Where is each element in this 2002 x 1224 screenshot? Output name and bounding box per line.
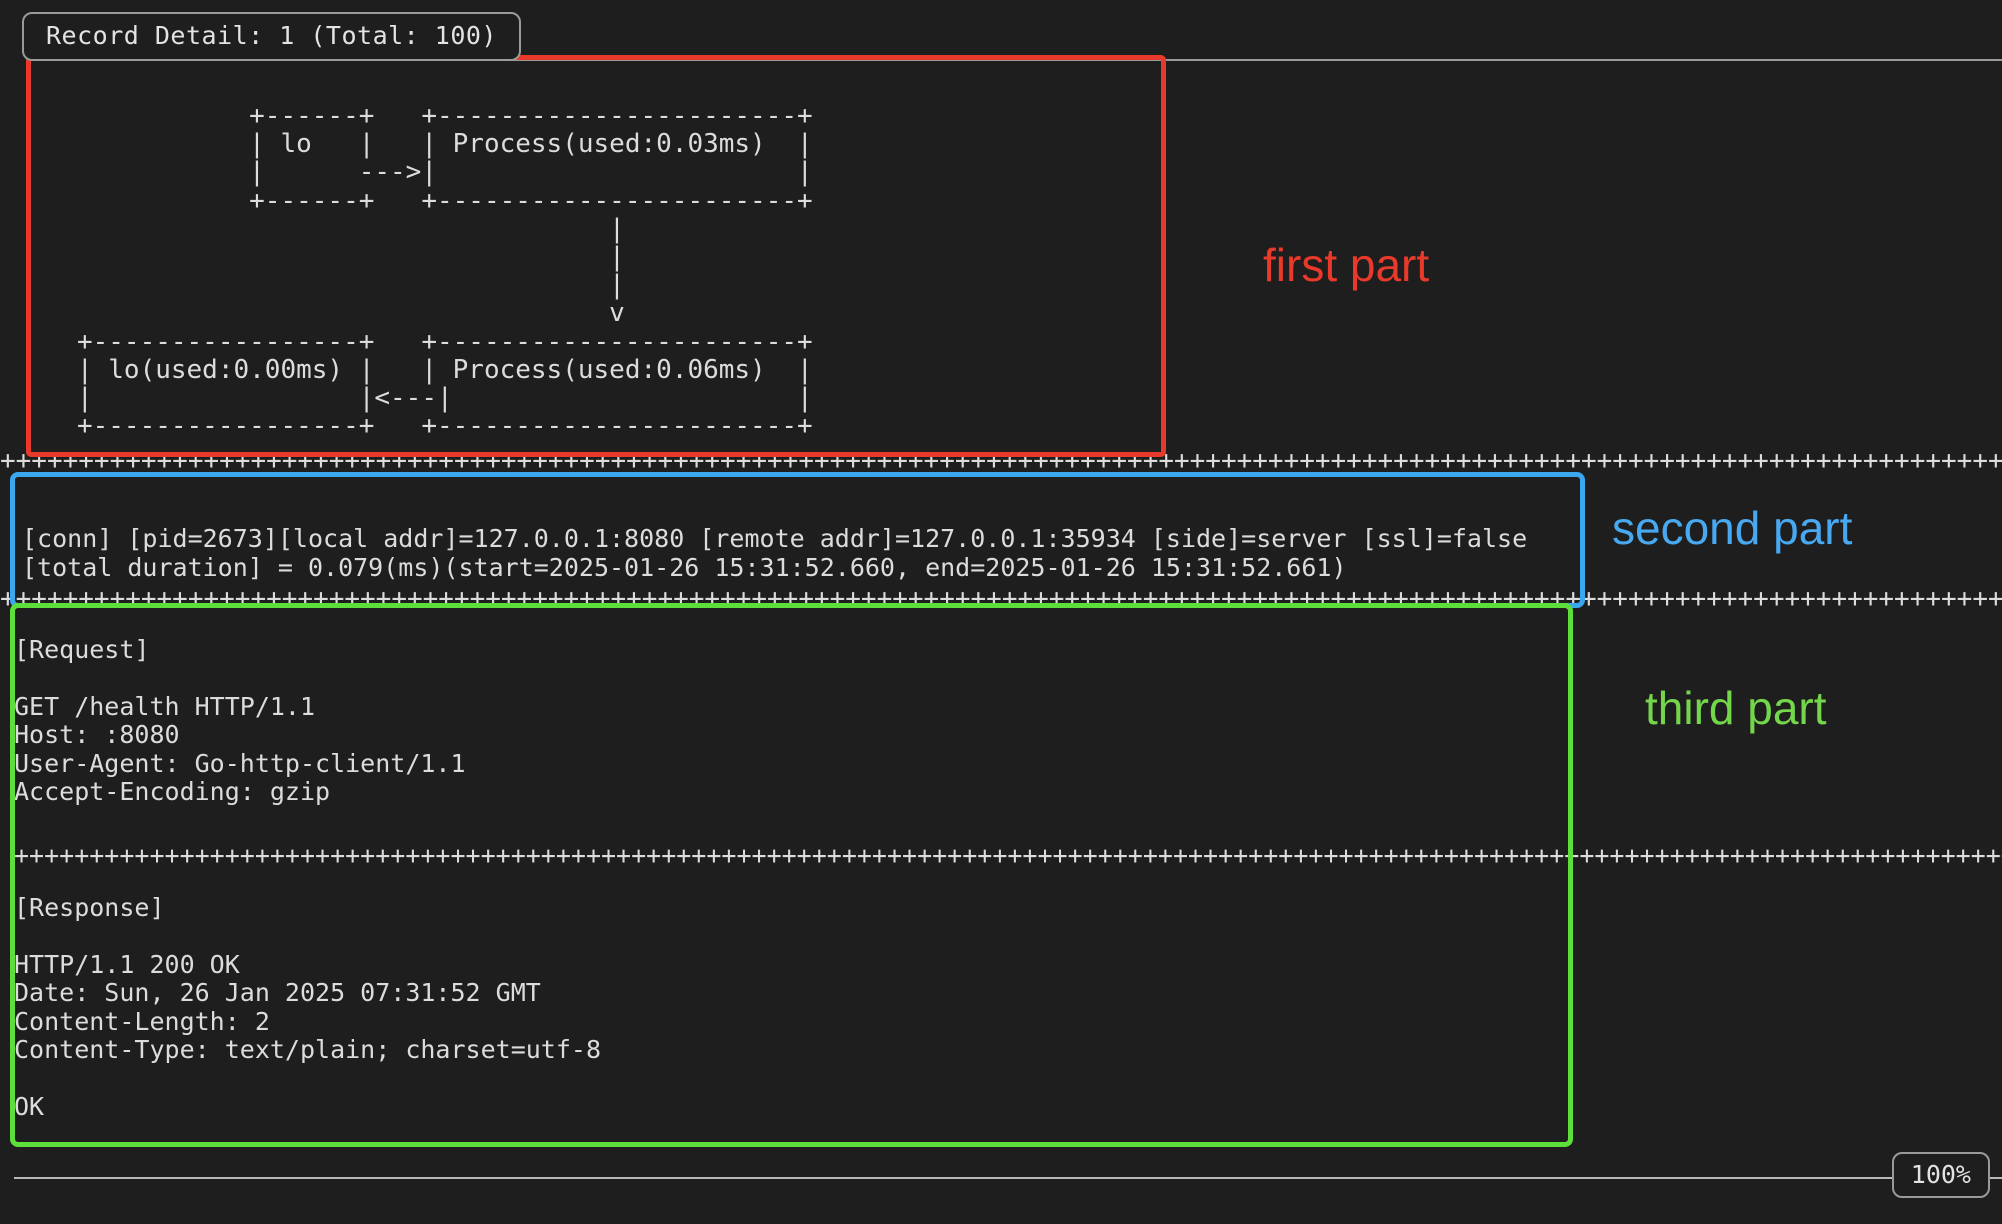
plus-separator-inner: ++++++++++++++++++++++++++++++++++++++++… xyxy=(14,843,2002,869)
status-bar-rule xyxy=(14,1177,2002,1179)
plus-separator-middle: ++++++++++++++++++++++++++++++++++++++++… xyxy=(0,586,2002,612)
ascii-call-flow-diagram: +------+ +-----------------------+ | lo … xyxy=(76,101,813,442)
annotation-label-first-part: first part xyxy=(1263,239,1430,291)
http-request-text: [Request] GET /health HTTP/1.1 Host: :80… xyxy=(14,635,466,807)
zoom-level-indicator[interactable]: 100% xyxy=(1891,1152,1990,1198)
http-response-text: [Response] HTTP/1.1 200 OK Date: Sun, 26… xyxy=(14,893,601,1121)
title-divider-rule xyxy=(470,59,2002,61)
annotation-label-second-part: second part xyxy=(1612,502,1853,554)
connection-summary-text: [conn] [pid=2673][local addr]=127.0.0.1:… xyxy=(22,524,1528,582)
record-detail-title: Record Detail: 1 (Total: 100) xyxy=(22,12,521,61)
annotation-label-third-part: third part xyxy=(1645,682,1827,734)
plus-separator-top: ++++++++++++++++++++++++++++++++++++++++… xyxy=(0,448,2002,474)
